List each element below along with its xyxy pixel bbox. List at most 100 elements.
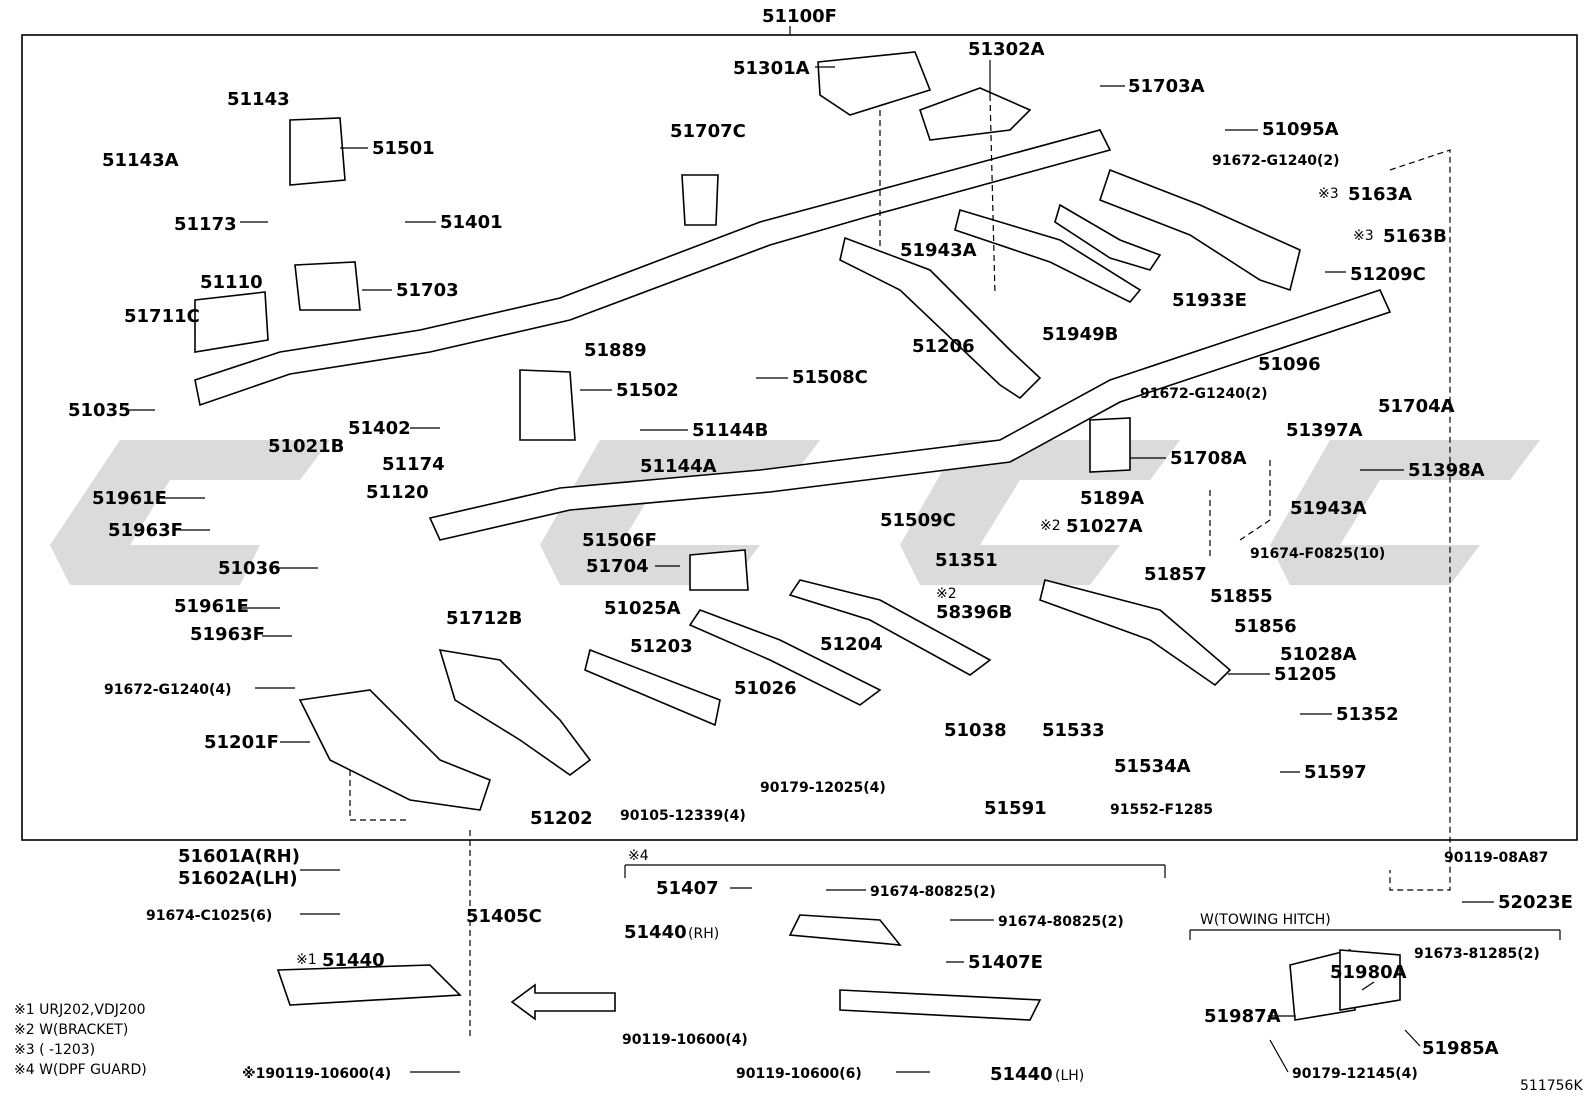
label-51703A: 51703A <box>1128 76 1205 97</box>
label-51508C: 51508C <box>792 367 868 388</box>
label-51440-u-mark: ※1 <box>296 952 317 968</box>
label-51202: 51202 <box>530 808 593 829</box>
label-nut-12025: 90179-12025(4) <box>760 780 886 796</box>
label-51440-lh: 51440 <box>990 1064 1053 1085</box>
label-towing-group: W(TOWING HITCH) <box>1200 912 1331 928</box>
label-51397A: 51397A <box>1286 420 1363 441</box>
label-51985A: 51985A <box>1422 1038 1499 1059</box>
label-51440-rh: 51440 <box>624 922 687 943</box>
label-51038: 51038 <box>944 720 1007 741</box>
label-51704A: 51704A <box>1378 396 1455 417</box>
label-51601A: 51601A(RH) <box>178 846 300 867</box>
part-labels: 51100F 51301A 51302A 51703A 51095A 51143… <box>68 6 1583 1094</box>
label-bolt-c1025: 91674-C1025(6) <box>146 908 272 924</box>
label-51203: 51203 <box>630 636 693 657</box>
label-51943A-top: 51943A <box>900 240 977 261</box>
label-51027A-mark: ※2 <box>1040 518 1061 534</box>
label-bolt-80825-b: 91674-80825(2) <box>998 914 1124 930</box>
label-51401: 51401 <box>440 212 503 233</box>
assembly-frame-box <box>21 34 1578 841</box>
label-51963F-b: 51963F <box>190 624 265 645</box>
label-51095A: 51095A <box>1262 119 1339 140</box>
label-lh-suffix: (LH) <box>1055 1068 1084 1084</box>
label-51143: 51143 <box>227 89 290 110</box>
label-nut-12145: 90179-12145(4) <box>1292 1066 1418 1082</box>
label-51205: 51205 <box>1274 664 1337 685</box>
label-51857: 51857 <box>1144 564 1207 585</box>
label-group-mark-4: ※4 <box>628 848 649 864</box>
label-51201F: 51201F <box>204 732 279 753</box>
chassis-frame-drawing <box>194 51 1401 1021</box>
label-52023E: 52023E <box>1498 892 1573 913</box>
label-bolt-12339: 90105-12339(4) <box>620 808 746 824</box>
label-51035: 51035 <box>68 400 131 421</box>
label-51509C: 51509C <box>880 510 956 531</box>
footnotes: ※1 URJ202,VDJ200 ※2 W(BRACKET) ※3 ( -120… <box>14 1002 147 1078</box>
label-51026: 51026 <box>734 678 797 699</box>
label-51021B: 51021B <box>268 436 344 457</box>
label-51703: 51703 <box>396 280 459 301</box>
label-51096: 51096 <box>1258 354 1321 375</box>
label-51209C: 51209C <box>1350 264 1426 285</box>
label-58396B-mark: ※2 <box>936 586 957 602</box>
label-51352: 51352 <box>1336 704 1399 725</box>
label-51502: 51502 <box>616 380 679 401</box>
label-51163B: 5163B <box>1383 226 1447 247</box>
label-51602A: 51602A(LH) <box>178 868 298 889</box>
label-51144A: 51144A <box>640 456 717 477</box>
label-51707C: 51707C <box>670 121 746 142</box>
label-51708A: 51708A <box>1170 448 1247 469</box>
label-bolt-81285: 91673-81285(2) <box>1414 946 1540 962</box>
label-51110: 51110 <box>200 272 263 293</box>
label-rh-suffix: (RH) <box>688 926 719 942</box>
label-51100F: 51100F <box>762 6 837 27</box>
footnote-4: ※4 W(DPF GUARD) <box>14 1062 147 1078</box>
label-51402: 51402 <box>348 418 411 439</box>
label-bolt-10600-4b: ※190119-10600(4) <box>242 1066 391 1082</box>
label-51533: 51533 <box>1042 720 1105 741</box>
label-51407E: 51407E <box>968 952 1043 973</box>
label-51506F: 51506F <box>582 530 657 551</box>
label-51407: 51407 <box>656 878 719 899</box>
label-51301A: 51301A <box>733 58 810 79</box>
label-51143A: 51143A <box>102 150 179 171</box>
label-51597: 51597 <box>1304 762 1367 783</box>
label-bolt-f0825: 91674-F0825(10) <box>1250 546 1385 562</box>
diagram-code: 511756K <box>1520 1078 1583 1094</box>
label-bolt-g1240-4: 91672-G1240(4) <box>104 682 232 698</box>
footnote-3: ※3 ( -1203) <box>14 1042 95 1058</box>
label-51501: 51501 <box>372 138 435 159</box>
label-51856: 51856 <box>1234 616 1297 637</box>
label-51961E-a: 51961E <box>92 488 167 509</box>
label-51163A-mark: ※3 <box>1318 186 1339 202</box>
label-bolt-08a87: 90119-08A87 <box>1444 850 1548 866</box>
label-51302A: 51302A <box>968 39 1045 60</box>
label-51405C: 51405C <box>466 906 542 927</box>
label-bolt-f1285: 91552-F1285 <box>1110 802 1213 818</box>
label-51534A: 51534A <box>1114 756 1191 777</box>
label-51704: 51704 <box>586 556 649 577</box>
footnote-1: ※1 URJ202,VDJ200 <box>14 1002 146 1018</box>
label-51889: 51889 <box>584 340 647 361</box>
label-51980A: 51980A <box>1330 962 1407 983</box>
label-51025A: 51025A <box>604 598 681 619</box>
assembly-lines <box>349 94 1451 1040</box>
label-bolt-g1240-2b: 91672-G1240(2) <box>1140 386 1268 402</box>
leader-lines <box>128 60 1494 1073</box>
label-51174: 51174 <box>382 454 445 475</box>
label-51712B: 51712B <box>446 608 522 629</box>
label-51163B-mark: ※3 <box>1353 228 1374 244</box>
label-bolt-80825-a: 91674-80825(2) <box>870 884 996 900</box>
label-51204: 51204 <box>820 634 883 655</box>
label-51961E-b: 51961E <box>174 596 249 617</box>
label-bolt-10600-4a: 90119-10600(4) <box>622 1032 748 1048</box>
label-51943A-mid: 51943A <box>1290 498 1367 519</box>
label-51120: 51120 <box>366 482 429 503</box>
label-51351: 51351 <box>935 550 998 571</box>
label-51711C: 51711C <box>124 306 200 327</box>
label-51440-u: 51440 <box>322 950 385 971</box>
label-51949B: 51949B <box>1042 324 1118 345</box>
label-51987A: 51987A <box>1204 1006 1281 1027</box>
direction-arrow-icon <box>510 983 616 1021</box>
